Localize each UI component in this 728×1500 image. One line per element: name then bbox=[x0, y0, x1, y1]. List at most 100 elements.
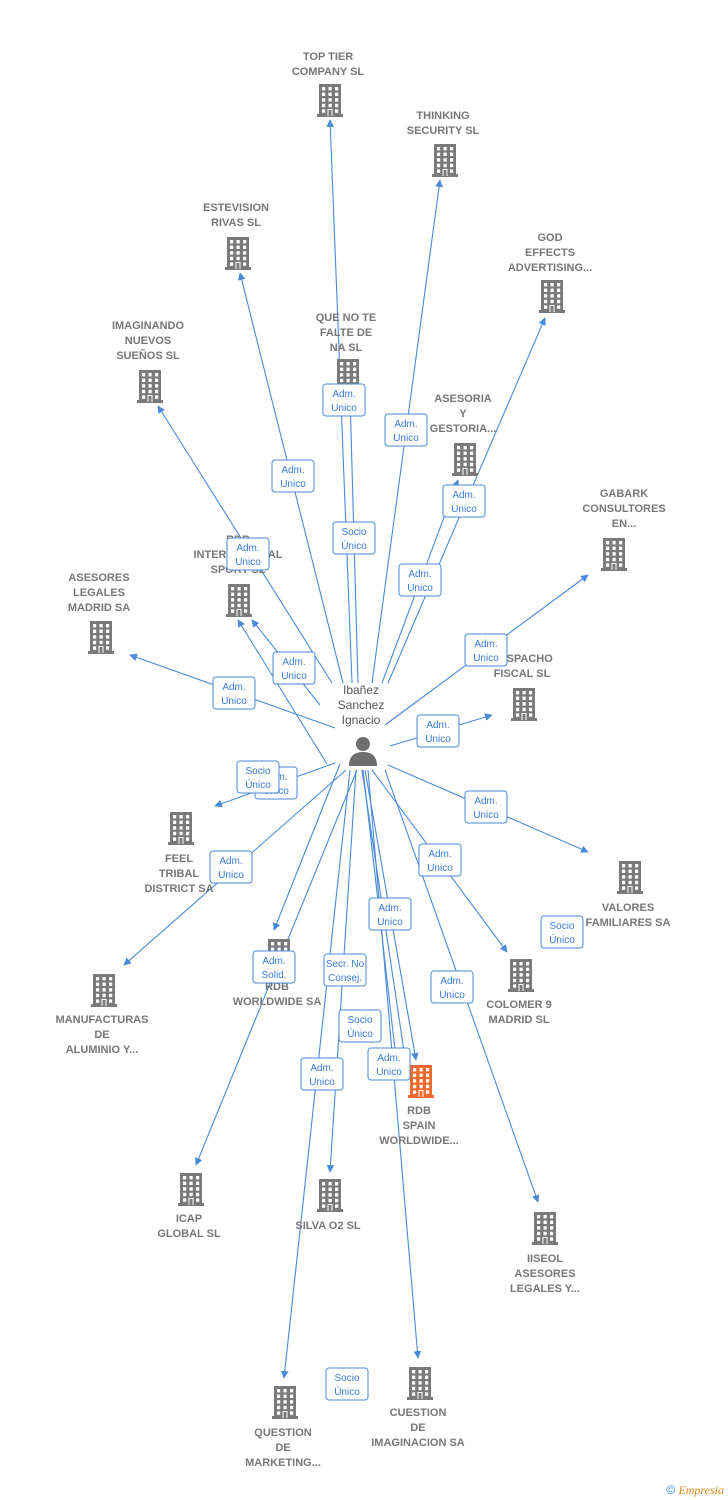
relation-label[interactable]: Adm. Unico bbox=[209, 850, 253, 884]
company-node-top-tier[interactable]: TOP TIER COMPANY SL bbox=[292, 51, 365, 117]
relation-label-text: Unico bbox=[218, 870, 244, 881]
relation-label-text: Unico bbox=[439, 990, 465, 1001]
relation-label-box bbox=[398, 563, 442, 597]
relation-label[interactable]: Adm.Unico bbox=[212, 676, 256, 710]
building-icon bbox=[407, 1367, 433, 1400]
company-name-line: LEGALES Y... bbox=[510, 1283, 580, 1295]
company-name-line: Y bbox=[459, 408, 467, 420]
relation-label[interactable]: Adm.Unico bbox=[226, 537, 270, 571]
company-name-line: ESTEVISION bbox=[203, 202, 269, 214]
company-node-silva-o2[interactable]: SILVA O2 SL bbox=[295, 1179, 361, 1232]
relation-label-box bbox=[464, 633, 508, 667]
relation-label[interactable]: Adm.Unico bbox=[430, 970, 474, 1004]
relation-label[interactable]: Adm.Unico bbox=[398, 563, 442, 597]
company-name[interactable]: TOP TIER COMPANY SL bbox=[292, 51, 365, 78]
relation-label[interactable]: Adm.Unico bbox=[271, 459, 315, 493]
company-name-line: FISCAL SL bbox=[494, 668, 551, 680]
relation-label[interactable]: Adm.Solid. bbox=[252, 950, 296, 984]
relation-label-text: Unico bbox=[393, 433, 419, 444]
relation-label-text: Socio bbox=[549, 921, 574, 932]
relation-label-text: Consej. bbox=[328, 973, 362, 984]
company-name-line: GLOBAL SL bbox=[157, 1228, 221, 1240]
relation-label[interactable]: Adm.Unico bbox=[464, 790, 508, 824]
company-name-line: QUE NO TE bbox=[316, 312, 377, 324]
relation-label-text: Adm. bbox=[219, 856, 242, 867]
relation-label[interactable]: Adm. Unico bbox=[384, 413, 428, 447]
relation-label[interactable]: Adm.Unico bbox=[418, 843, 462, 877]
relation-label-box bbox=[300, 1057, 344, 1091]
relation-label-box bbox=[464, 790, 508, 824]
relation-label-text: Adm. bbox=[394, 419, 417, 430]
company-name[interactable]: SILVA O2 SL bbox=[295, 1220, 360, 1232]
company-name-line: SECURITY SL bbox=[407, 125, 480, 137]
company-name-line: SILVA O2 SL bbox=[295, 1220, 360, 1232]
relation-label-text: Unico bbox=[280, 479, 306, 490]
brand-name[interactable]: Empresia bbox=[678, 1483, 724, 1497]
relation-label-text: Adm. bbox=[262, 956, 285, 967]
company-name-line: TOP TIER bbox=[303, 51, 353, 63]
company-name-line: FALTE DE bbox=[320, 327, 372, 339]
company-name-line: TRIBAL bbox=[159, 868, 200, 880]
relation-label[interactable]: Adm.Unico bbox=[300, 1057, 344, 1091]
relation-label[interactable]: Adm.Unico bbox=[442, 484, 486, 518]
company-name-line: IMAGINACION SA bbox=[371, 1437, 465, 1449]
company-name-line: COMPANY SL bbox=[292, 66, 365, 78]
relation-label[interactable]: Adm.Unico bbox=[272, 651, 316, 685]
relation-label[interactable]: Adm.Unico bbox=[368, 897, 412, 931]
person-icon[interactable] bbox=[349, 737, 377, 766]
relation-label-text: Unico bbox=[309, 1077, 335, 1088]
relation-label[interactable]: Adm.Unico bbox=[416, 714, 460, 748]
company-name-line: DE bbox=[275, 1442, 290, 1454]
relation-label[interactable]: Adm.Unico bbox=[464, 633, 508, 667]
company-name-line: CUESTION bbox=[390, 1407, 447, 1419]
company-name-line: IMAGINANDO bbox=[112, 320, 185, 332]
building-icon bbox=[617, 861, 643, 894]
relation-label[interactable]: Adm.Unico bbox=[367, 1047, 411, 1081]
relation-label[interactable]: Adm.Unico bbox=[322, 383, 366, 417]
